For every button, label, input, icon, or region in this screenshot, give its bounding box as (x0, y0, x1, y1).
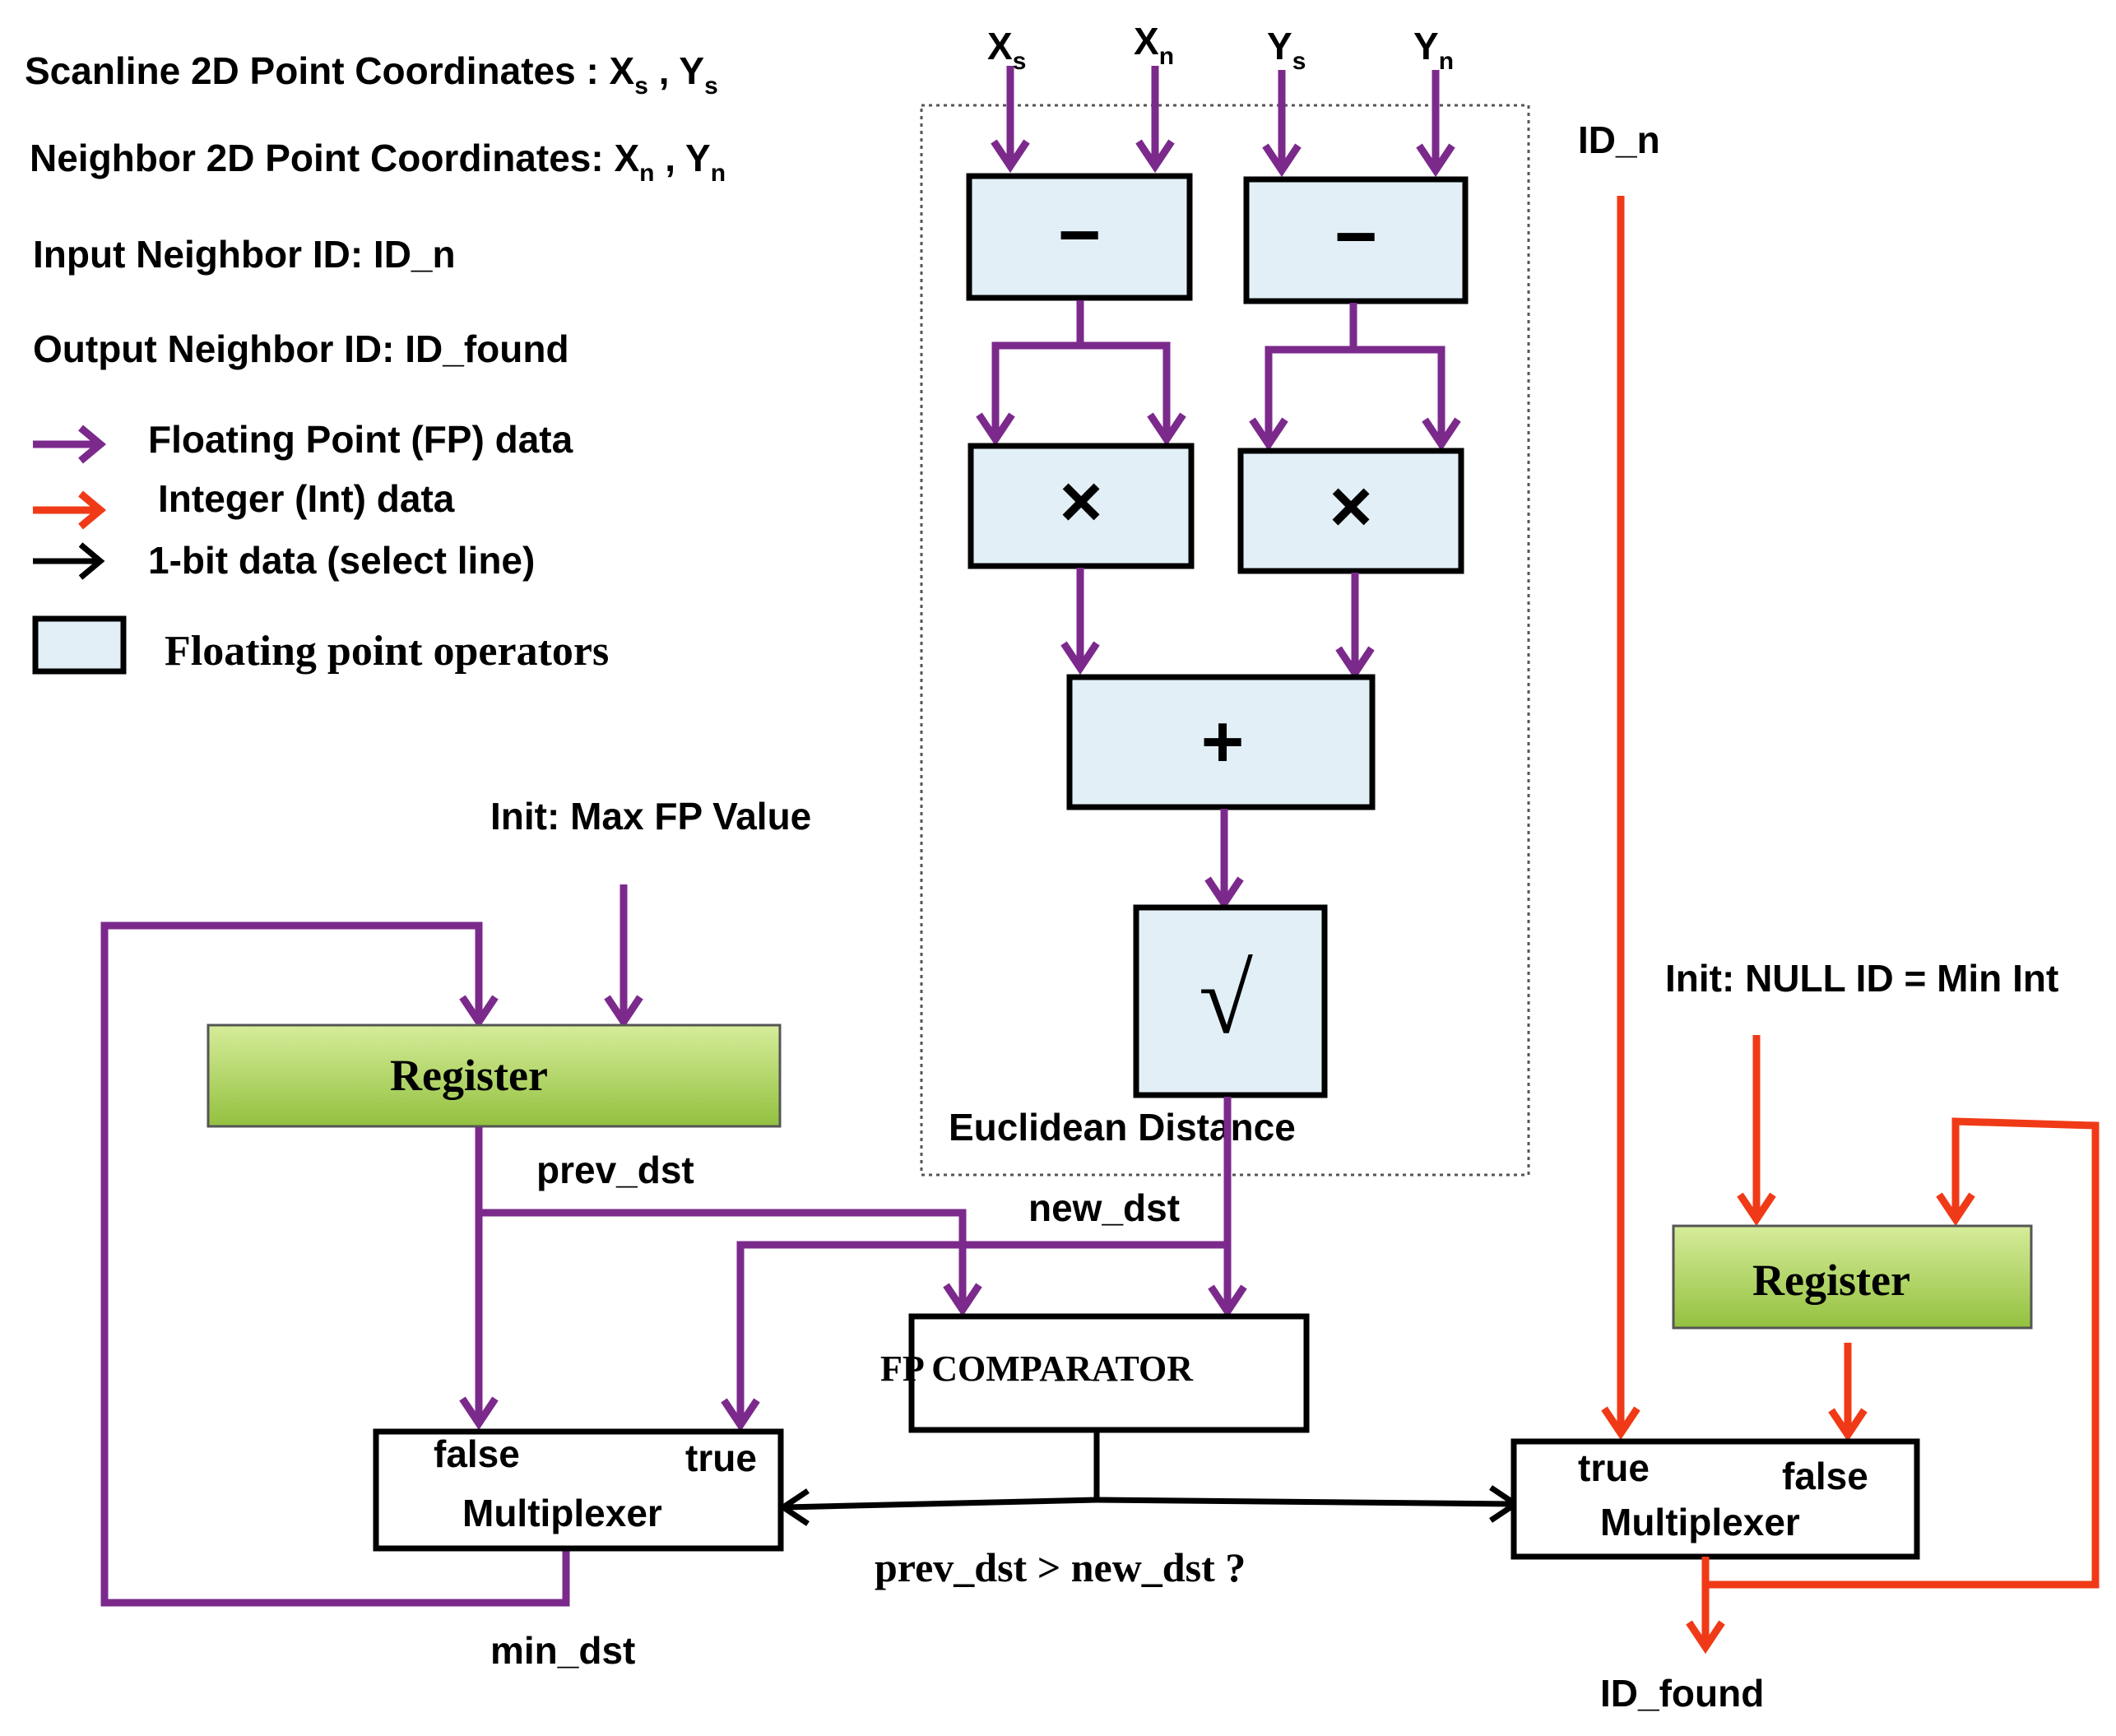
legend-fp-operator-swatch (32, 615, 127, 675)
plus-icon: + (1201, 701, 1245, 783)
legend-neighbor-coordinates: Neighbor 2D Point Coordinates: Xn , Yn (30, 137, 726, 187)
left-mux-false-label: false (434, 1432, 520, 1475)
fp-comparator-label: FP COMPARATOR (880, 1348, 1194, 1389)
legend: Scanline 2D Point Coordinates : Xs , Ys … (25, 49, 726, 675)
legend-output-neighbor-id: Output Neighbor ID: ID_found (33, 327, 569, 370)
minus-icon: − (1334, 196, 1378, 278)
add-operator (1066, 674, 1376, 810)
right-mux-label: Multiplexer (1600, 1501, 1800, 1543)
times-icon: × (1329, 466, 1373, 548)
legend-bit-data: 1-bit data (select line) (148, 539, 535, 582)
select-line-wires (777, 1432, 1521, 1526)
legend-input-neighbor-id: Input Neighbor ID: ID_n (33, 233, 456, 276)
id-found-output-wire (1686, 1557, 1725, 1655)
left-register (206, 1023, 782, 1128)
multiply-x-operator (968, 443, 1195, 569)
euclidean-distance-label: Euclidean Distance (949, 1106, 1296, 1149)
right-mux-true-label: true (1578, 1446, 1650, 1489)
init-null-id-label: Init: NULL ID = Min Int (1665, 957, 2058, 1000)
difference-fork-wires (976, 300, 1461, 452)
new-dst-wires (721, 1097, 1247, 1432)
left-feedback-loop-wire (100, 884, 643, 1607)
input-xn-label: Xn (1134, 20, 1174, 70)
right-register-label: Register (1752, 1256, 1910, 1305)
legend-fp-operators: Floating point operators (165, 628, 609, 675)
legend-black-arrow-icon (33, 542, 105, 580)
input-ys-label: Ys (1267, 25, 1306, 75)
min-dst-label: min_dst (490, 1629, 635, 1672)
times-icon: × (1060, 461, 1103, 543)
init-max-fp-label: Init: Max FP Value (490, 795, 811, 838)
right-register-input-wires (1709, 1035, 2100, 1589)
product-wires (1060, 568, 1375, 680)
input-id-n-label: ID_n (1578, 118, 1660, 161)
fp-comparator (908, 1313, 1310, 1433)
id-n-wire (1601, 196, 1640, 1441)
left-multiplexer (373, 1428, 784, 1552)
sum-wire (1204, 809, 1244, 911)
legend-fp-data: Floating Point (FP) data (148, 418, 573, 461)
left-mux-label: Multiplexer (462, 1492, 662, 1534)
legend-purple-arrow-icon (33, 425, 107, 464)
right-mux-false-label: false (1782, 1455, 1868, 1497)
right-register-output-wire (1828, 1343, 1868, 1442)
legend-red-arrow-icon (33, 490, 107, 530)
subtract-y-operator (1243, 176, 1469, 304)
id-found-label: ID_found (1600, 1672, 1764, 1715)
right-register (1672, 1224, 2033, 1330)
legend-int-data: Integer (Int) data (158, 477, 455, 520)
sqrt-operator (1133, 904, 1328, 1098)
left-mux-true-label: true (685, 1437, 757, 1479)
input-wires (991, 66, 1455, 178)
comparison-condition-label: prev_dst > new_dst ? (875, 1544, 1246, 1590)
multiply-y-operator (1237, 448, 1464, 574)
subtract-x-operator (966, 173, 1193, 301)
left-register-label: Register (390, 1051, 548, 1100)
new-dst-label: new_dst (1028, 1186, 1180, 1229)
prev-dst-label: prev_dst (536, 1149, 694, 1191)
input-yn-label: Yn (1413, 25, 1454, 75)
prev-dst-wires (459, 1127, 982, 1431)
right-multiplexer (1510, 1438, 1920, 1560)
sqrt-icon: √ (1199, 945, 1253, 1054)
minus-icon: − (1058, 194, 1102, 276)
input-xs-label: Xs (987, 25, 1026, 75)
legend-scanline-coordinates: Scanline 2D Point Coordinates : Xs , Ys (25, 49, 718, 100)
